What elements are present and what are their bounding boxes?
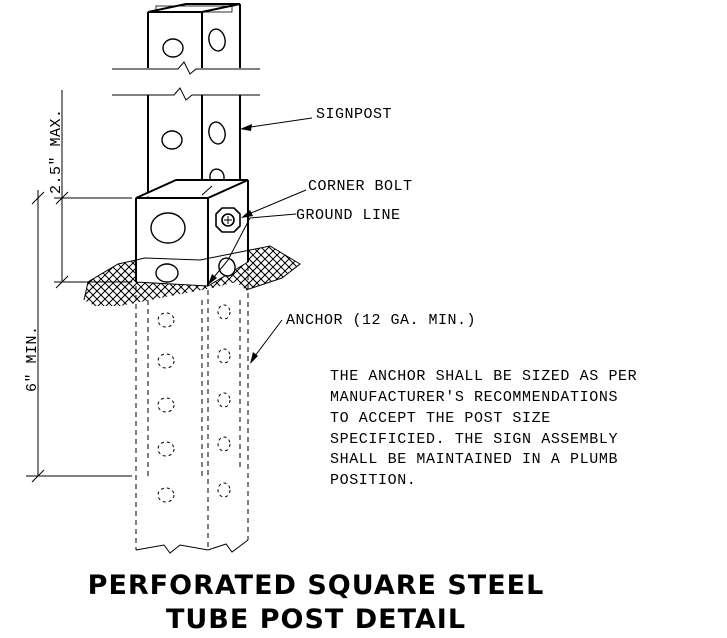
drawing-title-line1: PERFORATED SQUARE STEEL: [88, 570, 545, 601]
perforation-hole: [150, 212, 186, 244]
buried-anchor: [135, 266, 249, 554]
perforation-hole: [218, 257, 236, 277]
dimension-max: [54, 90, 132, 289]
max-dimension-label: 2.5" MAX.: [48, 108, 65, 194]
note-line: SHALL BE MAINTAINED IN A PLUMB: [330, 451, 618, 468]
note-line: THE ANCHOR SHALL BE SIZED AS PER: [330, 368, 637, 385]
dimension-min: [26, 190, 132, 483]
drawing-title-line2: TUBE POST DETAIL: [166, 604, 466, 635]
note-line: MANUFACTURER'S RECOMMENDATIONS: [330, 389, 618, 406]
leader-lines: [208, 117, 313, 364]
corner-bolt-label: CORNER BOLT: [308, 178, 413, 195]
corner-bolt: [215, 207, 241, 233]
perforation-hole: [161, 130, 183, 150]
signpost-tube: [112, 3, 260, 196]
min-dimension-label: 6" MIN.: [24, 325, 41, 392]
anchor-note: THE ANCHOR SHALL BE SIZED AS PER MANUFAC…: [330, 368, 637, 489]
signpost-label: SIGNPOST: [316, 106, 392, 123]
note-line: SPECIFICIED. THE SIGN ASSEMBLY: [330, 431, 618, 448]
perforation-hole: [155, 263, 179, 283]
perforation-hole: [162, 38, 184, 58]
note-line: POSITION.: [330, 472, 416, 489]
note-line: TO ACCEPT THE POST SIZE: [330, 410, 551, 427]
ground-hatch: [83, 245, 301, 306]
ground-line-label: GROUND LINE: [296, 207, 401, 224]
anchor-label: ANCHOR (12 GA. MIN.): [286, 312, 476, 329]
perforation-hole: [208, 121, 226, 145]
perforation-hole: [208, 28, 226, 52]
